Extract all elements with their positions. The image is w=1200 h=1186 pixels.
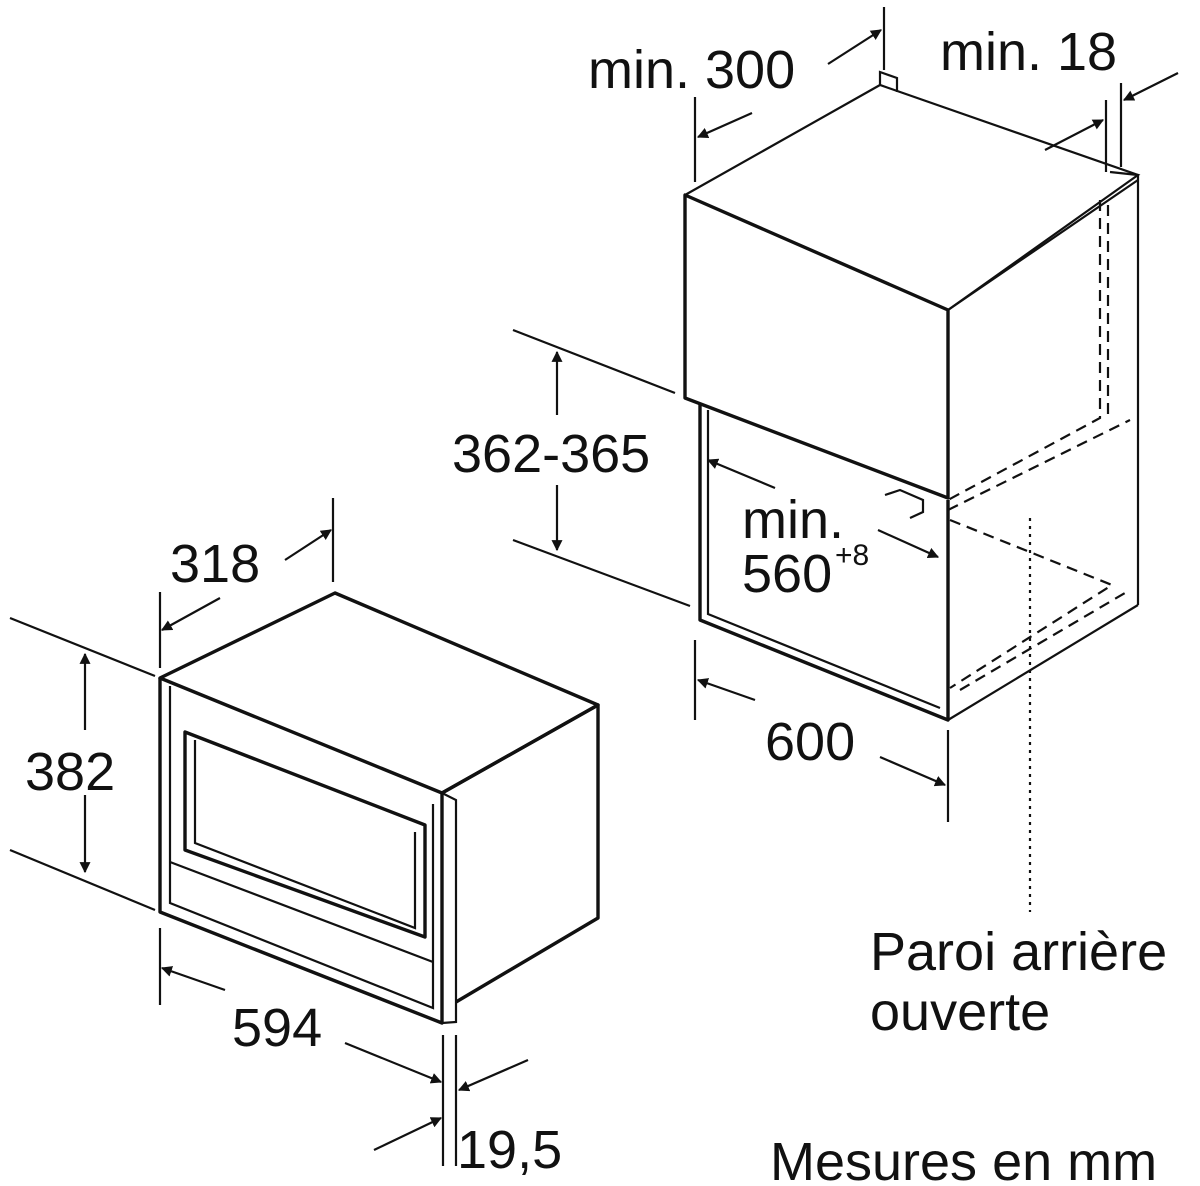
appliance-front-edge	[441, 792, 458, 1025]
back-wall-label-line2: ouverte	[870, 982, 1050, 1042]
niche-gap-label: min. 18	[940, 22, 1117, 82]
dimension-arrow	[827, 29, 882, 65]
dimension-arrow	[373, 1117, 442, 1151]
appliance-dimensions: 318 382 594 19,5	[9, 498, 562, 1180]
niche-height-label: 362-365	[452, 424, 650, 484]
hidden-line	[959, 589, 1131, 691]
units-note: Mesures en mm	[770, 1132, 1157, 1186]
niche-inner-width-line2: 560	[742, 544, 832, 604]
appliance-drawing	[158, 591, 600, 1025]
hidden-line	[947, 200, 1102, 501]
niche-bottom-edge	[947, 604, 1139, 721]
dimension-arrow	[344, 1041, 443, 1084]
niche-shelf-support	[884, 488, 925, 519]
niche-side-edge	[1109, 170, 1140, 605]
niche-inner-width-tolerance: +8	[835, 539, 869, 572]
appliance-front-panel	[168, 686, 435, 1010]
dimension-arrow	[696, 111, 753, 139]
appliance-height-label: 382	[25, 742, 115, 802]
appliance-top-face	[158, 591, 600, 795]
niche-depth-label: min. 300	[588, 40, 795, 100]
upper-cabinet-back-notch	[878, 70, 899, 92]
appliance-front-frame	[158, 678, 444, 1025]
appliance-control-strip	[169, 860, 434, 964]
dimension-arrow	[284, 529, 332, 561]
dimension-arrow	[1123, 72, 1179, 101]
dimension-arrow	[1044, 119, 1104, 151]
appliance-window	[183, 730, 427, 939]
appliance-front-panel-label: 19,5	[457, 1120, 562, 1180]
extension-line	[512, 538, 691, 608]
appliance-width-label: 594	[232, 998, 322, 1058]
dimension-arrow	[877, 528, 940, 559]
appliance-window-inner	[193, 740, 417, 930]
upper-cabinet-front	[683, 193, 950, 500]
dimension-arrow	[160, 966, 226, 992]
extension-line	[9, 616, 156, 678]
niche-width-label: 600	[765, 712, 855, 772]
niche-opening-inner	[706, 410, 941, 710]
extension-line	[512, 328, 676, 395]
niche-opening	[698, 404, 950, 722]
appliance-side-face	[441, 703, 600, 1004]
hidden-line	[949, 518, 1115, 689]
dimension-arrow	[161, 597, 221, 631]
upper-cabinet-top	[684, 83, 1141, 311]
dimension-arrow	[706, 458, 776, 490]
extension-line	[9, 848, 156, 912]
cabinet-top-edge	[947, 179, 1139, 311]
niche-drawing	[683, 70, 1141, 912]
back-wall-label-line1: Paroi arrière	[870, 922, 1167, 982]
dimension-arrow	[879, 755, 947, 787]
niche-dimensions: min. 300 min. 18 362-365 min. 560 +8 600…	[452, 7, 1179, 1042]
appliance-depth-label: 318	[170, 534, 260, 594]
hidden-line	[947, 419, 1131, 511]
niche-inner-width-line1: min.	[742, 490, 844, 550]
dimension-arrow	[696, 678, 756, 702]
dimension-arrow	[457, 1058, 529, 1092]
